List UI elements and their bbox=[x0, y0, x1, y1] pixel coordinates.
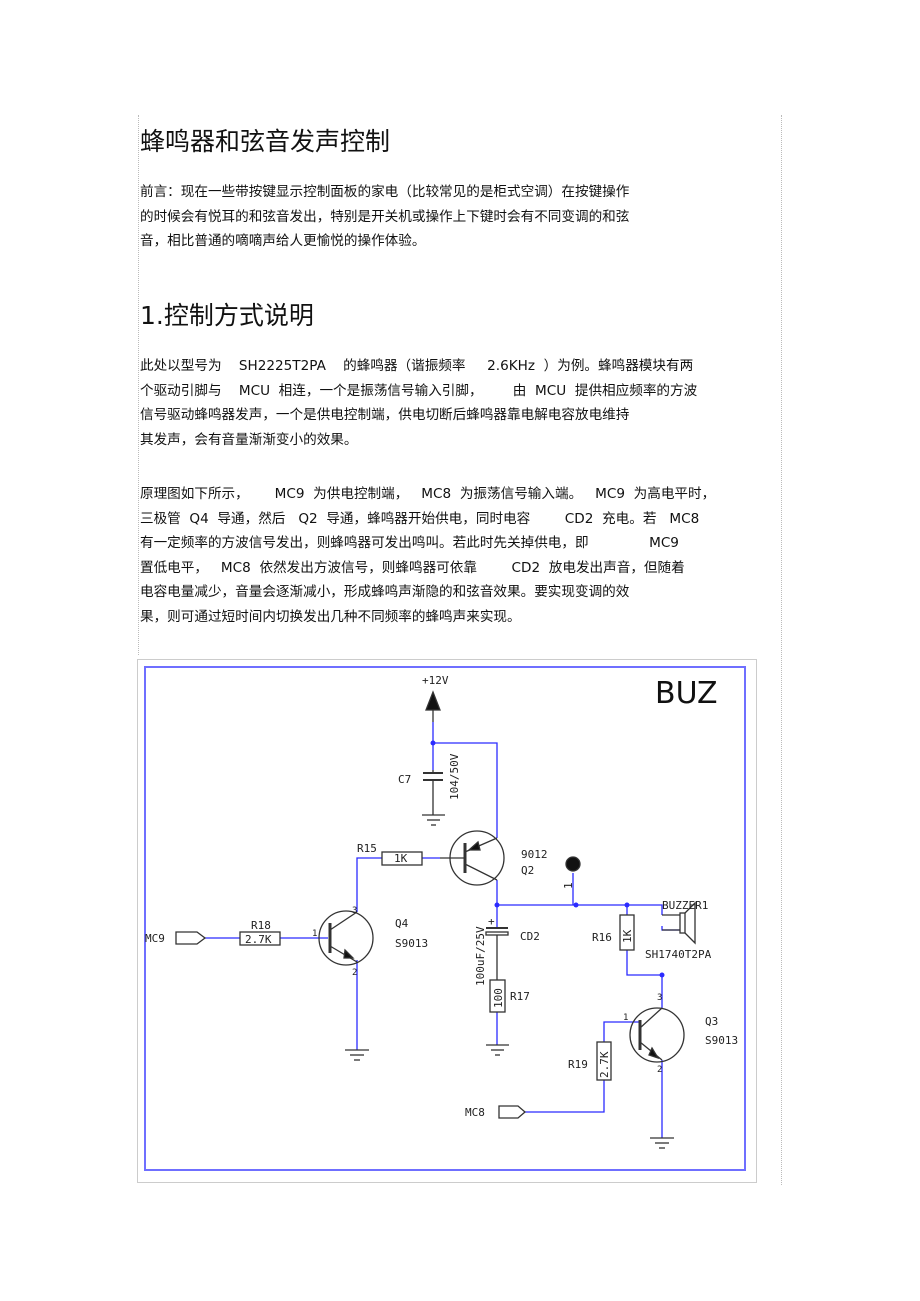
r16-value: 1K bbox=[621, 929, 634, 943]
q4-pin-collector: 3 bbox=[352, 906, 357, 916]
q4-part: S9013 bbox=[395, 937, 428, 950]
schematic-frame bbox=[144, 666, 746, 1171]
r16-ref: R16 bbox=[592, 931, 612, 944]
schematic-diagram: BUZ bbox=[136, 658, 758, 1184]
block-name: BUZ bbox=[655, 676, 718, 711]
q3-ref: Q3 bbox=[705, 1015, 718, 1028]
mc9-port-icon bbox=[175, 931, 207, 945]
supply-label: +12V bbox=[422, 674, 449, 687]
q3-pin-collector: 3 bbox=[657, 993, 662, 1003]
text-line: 电容电量减少，音量会逐渐减小，形成蜂鸣声渐隐的和弦音效果。要实现变调的效 bbox=[140, 584, 630, 600]
components bbox=[175, 690, 696, 1149]
q4-ref: Q4 bbox=[395, 917, 409, 930]
cd2-polarity: + bbox=[488, 915, 495, 928]
r17-ref: R17 bbox=[510, 990, 530, 1003]
text-line: 果，则可通过短时间内切换发出几种不同频率的蜂鸣声来实现。 bbox=[140, 608, 521, 625]
supply-arrow-icon bbox=[425, 690, 441, 711]
document-title: 蜂鸣器和弦音发声控制 bbox=[140, 127, 391, 156]
text-line: 的时候会有悦耳的和弦音发出，特别是开关机或操作上下键时会有不同变调的和弦 bbox=[140, 208, 630, 225]
text-line: 置低电平， MC8 依然发出方波信号，则蜂鸣器可依靠 CD2 放电发出声音，但随… bbox=[140, 559, 685, 576]
cd2-ref: CD2 bbox=[520, 930, 540, 943]
text-line: 前言：现在一些带按键显示控制面板的家电（比较常见的是柜式空调）在按键操作 bbox=[140, 184, 630, 200]
section-heading: 1.控制方式说明 bbox=[140, 301, 314, 330]
text-line: 此处以型号为 SH2225T2PA 的蜂鸣器（谐振频率 2.6KHz ）为例。蜂… bbox=[140, 358, 694, 374]
r19-ref: R19 bbox=[568, 1058, 588, 1071]
mc9-label: MC9 bbox=[145, 932, 165, 945]
buzzer-schematic-figure: BUZ bbox=[136, 658, 758, 1184]
junctions bbox=[430, 740, 665, 978]
mc8-label: MC8 bbox=[465, 1106, 485, 1119]
test-point-icon bbox=[565, 856, 581, 872]
q4-pin-emitter: 2 bbox=[352, 968, 357, 978]
r18-ref: R18 bbox=[251, 919, 271, 932]
cd2-value: 100uF/25V bbox=[474, 926, 487, 986]
section-paragraph-1: 此处以型号为 SH2225T2PA 的蜂鸣器（谐振频率 2.6KHz ）为例。蜂… bbox=[140, 354, 697, 452]
mc8-port-icon bbox=[498, 1105, 526, 1119]
r18-value: 2.7K bbox=[245, 933, 272, 946]
c7-value: 104/50V bbox=[448, 753, 461, 800]
q4-pin-base: 1 bbox=[312, 929, 317, 939]
text-line: 有一定频率的方波信号发出，则蜂鸣器可发出鸣叫。若此时先关掉供电，即 MC9 bbox=[140, 535, 679, 551]
r17-value: 100 bbox=[492, 988, 505, 1008]
r15-ref: R15 bbox=[357, 842, 377, 855]
text-line: 其发声，会有音量渐渐变小的效果。 bbox=[140, 431, 358, 448]
text-line: 三极管 Q4 导通，然后 Q2 导通，蜂鸣器开始供电，同时电容 CD2 充电。若… bbox=[140, 510, 700, 527]
buzzer-part: SH1740T2PA bbox=[645, 948, 712, 961]
buzzer-ref: BUZZER1 bbox=[662, 899, 708, 912]
q2-part: 9012 bbox=[521, 848, 548, 861]
margin-guide-left bbox=[138, 115, 139, 655]
intro-paragraph: 前言：现在一些带按键显示控制面板的家电（比较常见的是柜式空调）在按键操作 的时候… bbox=[140, 180, 629, 254]
speaker-icon bbox=[684, 901, 696, 945]
text-line: 信号驱动蜂鸣器发声，一个是供电控制端，供电切断后蜂鸣器靠电解电容放电维持 bbox=[140, 407, 630, 423]
q3-pin-base: 1 bbox=[623, 1013, 628, 1023]
q2-ref: Q2 bbox=[521, 864, 534, 877]
text-line: 音，相比普通的嘀嘀声给人更愉悦的操作体验。 bbox=[140, 233, 426, 249]
text-line: 个驱动引脚与 MCU 相连，一个是振荡信号输入引脚， 由 MCU 提供相应频率的… bbox=[140, 382, 698, 399]
text-line: 原理图如下所示， MC9 为供电控制端， MC8 为振荡信号输入端。 MC9 为… bbox=[140, 486, 716, 502]
test-point-pin: 1 bbox=[562, 882, 575, 889]
q3-pin-emitter: 2 bbox=[657, 1065, 662, 1075]
r15-value: 1K bbox=[394, 852, 408, 865]
c7-ref: C7 bbox=[398, 773, 411, 786]
section-paragraph-2: 原理图如下所示， MC9 为供电控制端， MC8 为振荡信号输入端。 MC9 为… bbox=[140, 482, 715, 629]
q3-part: S9013 bbox=[705, 1034, 738, 1047]
margin-guide-right bbox=[781, 115, 782, 1185]
r19-value: 2.7K bbox=[598, 1051, 611, 1078]
